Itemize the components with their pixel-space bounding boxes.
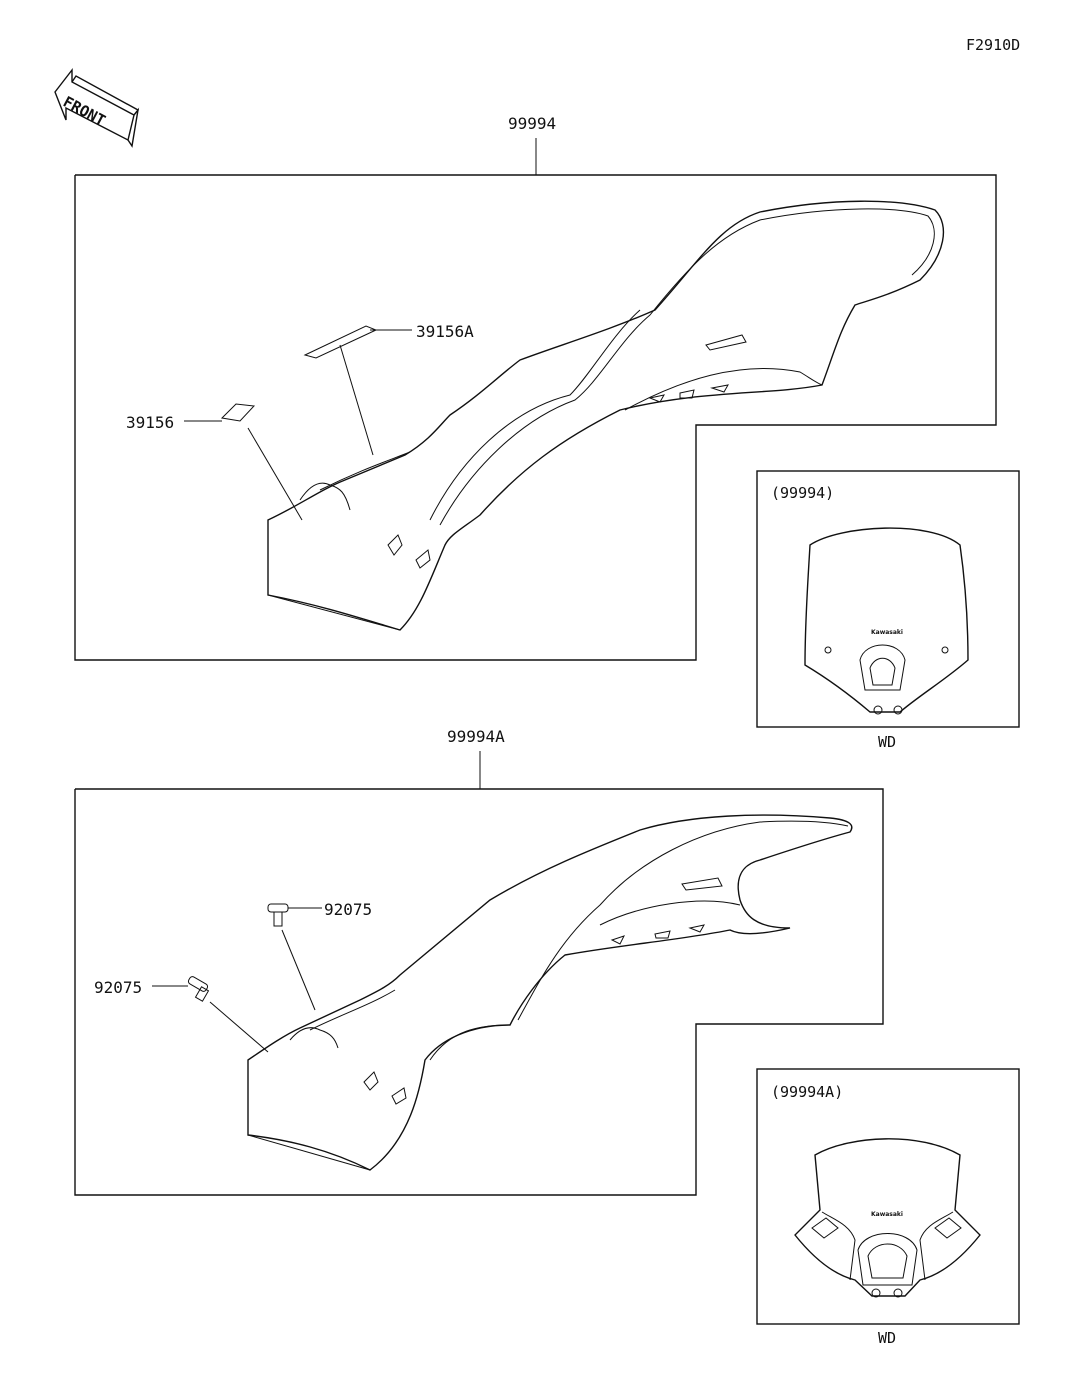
inset-title: (99994)	[771, 484, 834, 502]
brand-logo-text: Kawasaki	[871, 629, 903, 636]
windshield-drawing	[267, 200, 945, 631]
callout-39156: 39156	[126, 403, 303, 521]
inset-caption: WD	[878, 733, 896, 751]
rivet-icon	[187, 976, 210, 1002]
kit-part-number: 99994	[508, 114, 556, 133]
rivet-icon	[267, 903, 289, 927]
callout-label: 39156	[126, 413, 174, 432]
inset-99994a: (99994A) Kawasaki	[756, 1068, 1020, 1325]
kit-part-number: 99994A	[447, 727, 505, 746]
callout-92075-upper: 92075	[267, 900, 372, 1011]
inset-99994: (99994) Kawasaki	[756, 470, 1020, 728]
kit-frame	[74, 174, 997, 661]
kit-frame	[74, 788, 884, 1196]
inset-title: (99994A)	[771, 1083, 843, 1101]
kit-99994a: 99994A 92075	[74, 727, 1020, 1347]
decal-39156a	[303, 325, 378, 359]
callout-label: 92075	[324, 900, 372, 919]
windshield-drawing	[247, 814, 853, 1171]
decal-39156	[220, 403, 256, 422]
callout-92075-lower: 92075	[94, 976, 269, 1053]
front-arrow-icon: FRONT	[54, 67, 140, 148]
callout-label: 92075	[94, 978, 142, 997]
brand-logo-text: Kawasaki	[871, 1211, 903, 1218]
diagram-code: F2910D	[966, 36, 1020, 54]
kit-99994: 99994 39156A	[74, 114, 1020, 751]
callout-39156a: 39156A	[303, 322, 474, 456]
callout-label: 39156A	[416, 322, 474, 341]
inset-caption: WD	[878, 1329, 896, 1347]
